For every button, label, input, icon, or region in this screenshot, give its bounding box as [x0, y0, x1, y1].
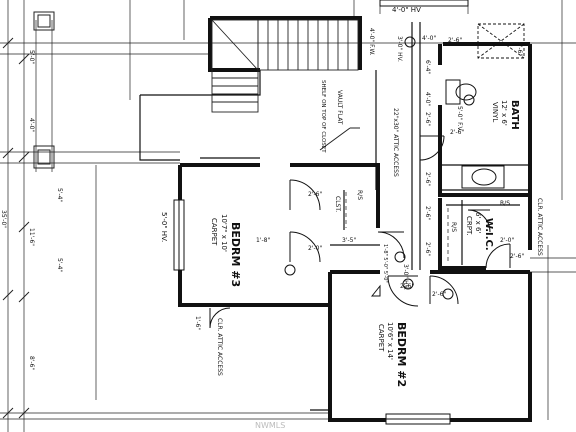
- thin-walls: [139, 22, 530, 411]
- dim-label: 1'-8": [256, 237, 270, 244]
- bedrm2-name: BEDRM #2: [395, 322, 408, 387]
- wic-name: W.I.C.: [483, 218, 494, 251]
- column-posts: [33, 11, 55, 169]
- watermark: NWMLS: [255, 421, 285, 430]
- wic-finish: CRPT.: [465, 216, 473, 236]
- clr-attic-right-note: CLR. ATTIC ACCESS: [536, 198, 543, 256]
- bath-finish: VINYL: [491, 102, 499, 122]
- fwd-top-note: 4'-0" F.W.: [368, 28, 375, 56]
- closet-rods: [345, 192, 449, 262]
- dim-label: 2'-6": [424, 112, 431, 126]
- dim-label: 2'-6": [510, 253, 524, 260]
- room-bedrm3: BEDRM #3 10'7" x 10' CARPET: [210, 214, 242, 287]
- dim-label: 2'-6": [424, 172, 431, 186]
- doors: [209, 135, 511, 329]
- bedrm3-name: BEDRM #3: [229, 222, 242, 287]
- rs-closet-label: R/S: [356, 190, 363, 200]
- dim-label: 8'-6": [28, 356, 35, 370]
- hv-bath-note: 3'-0" HV.: [396, 36, 403, 62]
- bath-name: BATH: [509, 100, 520, 130]
- fv-right-note: 5'-0" F.V.: [456, 106, 463, 132]
- dimension-ticks: [2, 37, 30, 419]
- dim-label: 4'-0": [422, 35, 436, 42]
- bath-size: 12' x 6': [500, 100, 508, 126]
- dim-label: 11'-6": [28, 228, 35, 246]
- attic-access-note: 22"x30" ATTIC ACCESS: [392, 108, 399, 177]
- hv-left-note: 5'-0" HV.: [160, 212, 168, 242]
- stair-treads: [211, 19, 359, 113]
- room-wic: W.I.C. 6' x 6' CRPT.: [465, 212, 494, 251]
- walls: [178, 16, 532, 422]
- rs-wic-label: R/S: [500, 200, 510, 207]
- dim-label: 1'-6": [194, 316, 201, 330]
- dim-label: 3'-5": [342, 237, 356, 244]
- dim-label: 35'-0": [0, 210, 7, 228]
- attic-access-box: [477, 23, 525, 59]
- up-arrow-icon: [370, 284, 381, 297]
- wic-size: 6' x 6': [474, 212, 482, 233]
- dim-label: 2'-0": [308, 245, 322, 252]
- room-bath: BATH 12' x 6' VINYL: [491, 100, 520, 130]
- dim-label: 2'-6": [424, 206, 431, 220]
- vault-flat-note: VAULT FLAT: [336, 90, 343, 125]
- vault-area: [319, 127, 360, 151]
- hv-hall-note: 3'-0" HV.: [402, 264, 409, 290]
- bedrm2-finish: CARPET: [377, 324, 385, 352]
- rs-bath-label: R/S: [450, 222, 457, 232]
- hv-top-note: 4'-0" HV: [392, 6, 421, 14]
- dim-label: 2'-6": [450, 129, 464, 136]
- toilet-fixture: [445, 79, 477, 105]
- room-bedrm2: BEDRM #2 10'6" x 14' CARPET: [377, 322, 408, 387]
- dim-label: 5'-4": [56, 188, 63, 202]
- shelf-closet-note: SHELF ON TOP OF CLOSET: [320, 80, 326, 153]
- dim-label: 1'-6": [516, 42, 523, 56]
- hall-dims-note: 1'-8" 5'-0" 5'-0": [382, 244, 388, 283]
- dim-label: 2'-6": [308, 191, 322, 198]
- dim-label: 2'-6": [432, 291, 446, 298]
- dim-label: 4'-0": [28, 118, 35, 132]
- bedrm3-finish: CARPET: [210, 218, 218, 246]
- dim-label: 5'-4": [56, 258, 63, 272]
- dim-label: 6'-4": [424, 60, 431, 74]
- dim-label: 2'-0": [500, 237, 514, 244]
- dim-label: 2'-6": [424, 242, 431, 256]
- dim-label: 2'-6": [400, 283, 414, 290]
- dim-label: 4'-0": [424, 92, 431, 106]
- clst-label: CLST.: [334, 196, 341, 212]
- dim-label: 2'-6": [448, 37, 462, 44]
- bedrm3-size: 10'7" x 10': [220, 214, 228, 252]
- clr-attic-bottom-note: CLR. ATTIC ACCESS: [216, 318, 223, 376]
- windows: [173, 0, 469, 425]
- dim-label: 5'-0": [28, 50, 35, 64]
- sink-fixture: [461, 165, 505, 189]
- bedrm2-size: 10'6" x 14': [386, 322, 394, 360]
